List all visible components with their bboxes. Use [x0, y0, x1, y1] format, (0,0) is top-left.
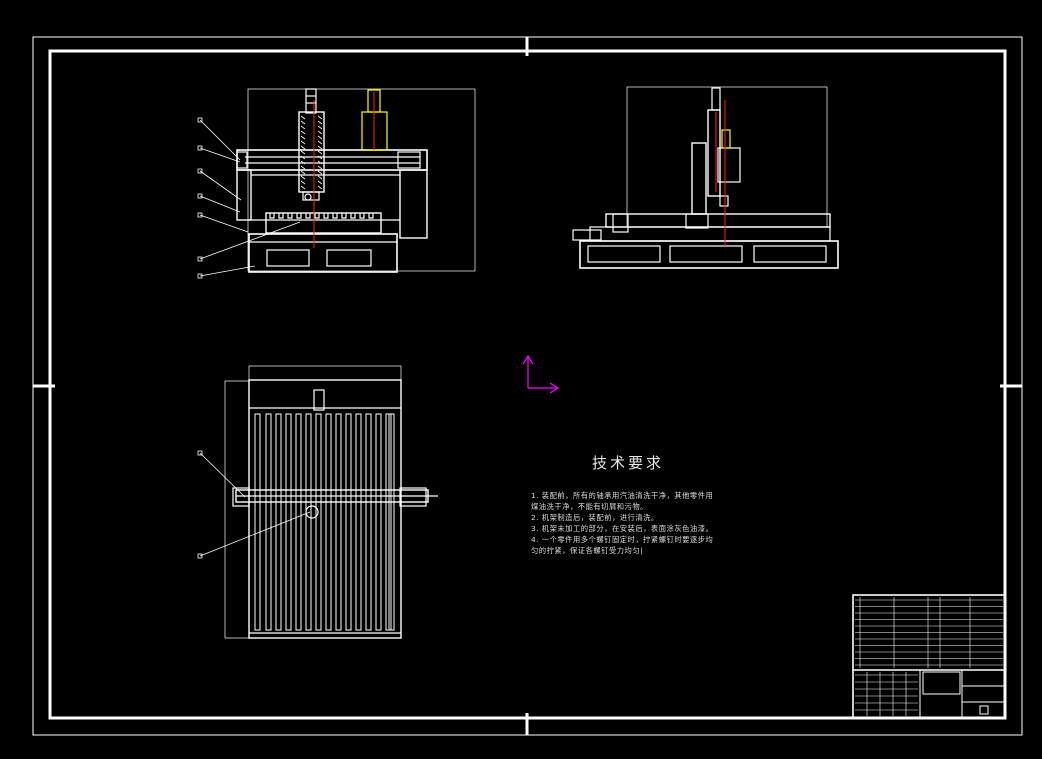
side-view[interactable]	[572, 86, 839, 269]
leader-line	[199, 195, 241, 213]
centering-marks	[33, 37, 1022, 735]
tech-requirements-line-5: 4. 一个零件用多个螺钉固定时，拧紧螺钉时要逐步均	[531, 535, 714, 544]
table-slot	[375, 413, 382, 631]
leader-balloon	[197, 193, 203, 199]
table-slot	[285, 413, 292, 631]
leader-balloon	[197, 256, 203, 262]
leader-line	[199, 147, 241, 163]
table-slot	[388, 413, 395, 631]
tech-requirements-line-2: 煤油洗干净，不能有切屑和污物。	[531, 502, 648, 511]
table-slot	[335, 413, 342, 631]
leader-line	[199, 119, 241, 161]
title-block[interactable]	[852, 594, 1006, 719]
leader-balloon	[197, 450, 203, 456]
tech-requirements-title: 技术要求	[592, 454, 665, 472]
leader-line	[199, 265, 256, 277]
leader-balloon	[197, 168, 203, 174]
part-leader-lines	[197, 117, 311, 559]
table-slot	[275, 413, 282, 631]
leader-line	[199, 170, 242, 201]
table-slot	[315, 413, 322, 631]
table-slot	[254, 413, 261, 631]
table-slot	[305, 413, 312, 631]
leader-balloon	[197, 212, 203, 218]
leader-balloon	[197, 273, 203, 279]
tech-requirements-line-6: 匀的拧紧，保证各螺钉受力均匀|	[531, 546, 644, 555]
table-slot	[355, 413, 362, 631]
table-slots-top	[254, 413, 395, 631]
tech-requirements-line-4: 3. 机架未加工的部分，在安装后，表面涂灰色油漆。	[531, 524, 714, 533]
table-slot	[265, 413, 272, 631]
tech-requirements-line-1: 1. 装配前，所有的轴承用汽油清洗干净，其他零件用	[531, 491, 714, 500]
table-slot	[365, 413, 372, 631]
title-block-rows	[855, 597, 1003, 716]
table-slot	[325, 413, 332, 631]
front-view[interactable]	[236, 88, 476, 273]
table-slot	[345, 413, 352, 631]
leader-line	[199, 214, 249, 233]
spindle-hatch-front	[300, 115, 323, 190]
tech-requirements-line-3: 2. 机架制造后，装配前，进行清洗。	[531, 513, 659, 522]
top-view[interactable]	[224, 365, 438, 639]
leader-balloon	[197, 145, 203, 151]
ucs-icon	[522, 354, 560, 394]
leader-balloon	[197, 117, 203, 123]
leader-line	[199, 221, 301, 260]
leader-balloon	[197, 553, 203, 559]
table-slot	[295, 413, 302, 631]
